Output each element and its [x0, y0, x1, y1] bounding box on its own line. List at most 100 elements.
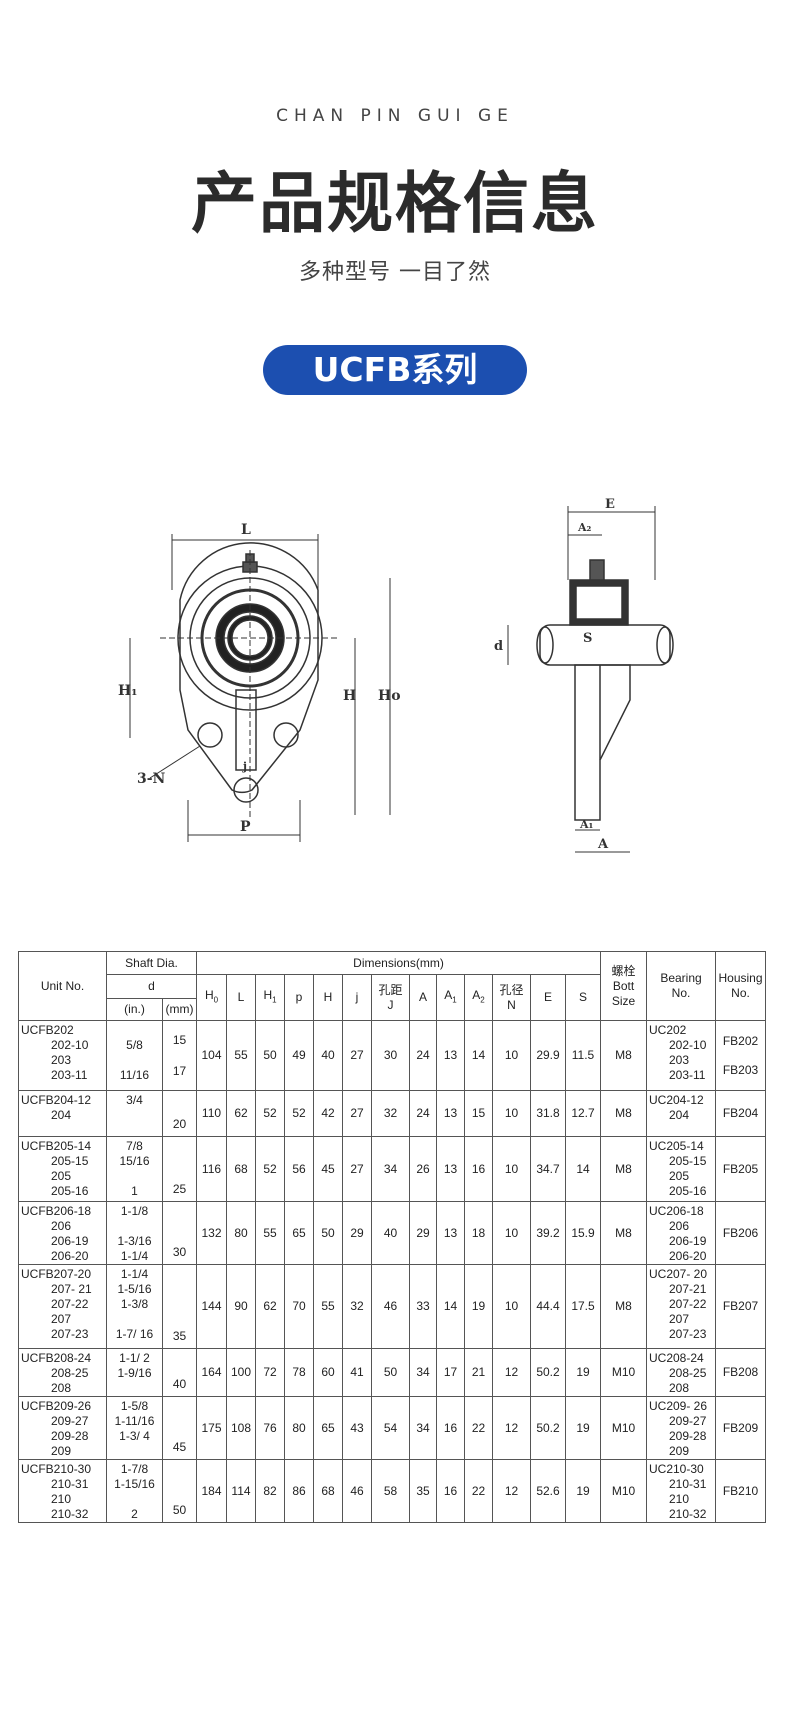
dim-L-cell: 90 [226, 1264, 256, 1349]
unit-no: 206 [51, 1219, 72, 1233]
housing-no-cell: FB210 [715, 1459, 766, 1523]
header-A1-sub: 1 [452, 995, 457, 1005]
dim-L-cell: 68 [226, 1136, 256, 1202]
dim-p-cell: 86 [284, 1459, 314, 1523]
spec-table: Unit No. Shaft Dia. Dimensions(mm) 螺栓 Bo… [18, 951, 766, 1523]
shaft-mm: 50 [172, 1503, 187, 1517]
shaft-inch: 1-7/8 [120, 1462, 149, 1476]
dim-N-cell: 10 [492, 1090, 531, 1137]
dim-H0-cell: 116 [196, 1136, 227, 1202]
shaft-mm: 20 [172, 1117, 187, 1131]
shaft-inch: 7/8 [126, 1139, 143, 1153]
dim-A2-cell: 15 [464, 1090, 493, 1137]
dim-H1-cell: 55 [255, 1201, 285, 1265]
dim-J-cell: 54 [371, 1396, 410, 1460]
dim-H-cell: 50 [313, 1201, 343, 1265]
dim-L-cell: 80 [226, 1201, 256, 1265]
dim-A2-cell: 21 [464, 1348, 493, 1397]
unit-no: 207 [51, 1312, 72, 1326]
bearing-no: 207-22 [669, 1297, 707, 1311]
header-bolt-size: 螺栓 Bott Size [600, 951, 647, 1021]
shaft-mm: 45 [172, 1440, 187, 1454]
dim-L-cell: 114 [226, 1459, 256, 1523]
dim-H0-cell: 104 [196, 1020, 227, 1091]
dim-S-cell: 15.9 [565, 1201, 601, 1265]
housing-no-cell: FB209 [715, 1396, 766, 1460]
dim-A1-cell: 16 [436, 1396, 465, 1460]
unit-no: 207-23 [51, 1327, 89, 1341]
housing-no: FB208 [722, 1365, 759, 1379]
dim-S-cell: 19 [565, 1396, 601, 1460]
dim-S-cell: 19 [565, 1348, 601, 1397]
front-view [129, 534, 391, 842]
housing-no: FB210 [722, 1483, 759, 1498]
unit-no: UCFB208-24 [21, 1351, 92, 1365]
shaft-inch: 1-1/ 2 [119, 1351, 150, 1365]
housing-no-cell: FB205 [715, 1136, 766, 1202]
unit-no: UCFB210-30 [21, 1462, 92, 1476]
bearing-drawing: L H₁ H Ho j 3-N P E A₂ S d A₁ A [118, 497, 674, 853]
dim-A-cell: 24 [409, 1090, 437, 1137]
shaft-inch: 1-3/ 4 [119, 1429, 150, 1443]
header-A2-sub: 2 [480, 995, 485, 1005]
header-bearing-line2: No. [671, 986, 691, 1000]
label-H: H [343, 688, 356, 704]
header-H0-sub: 0 [213, 995, 219, 1005]
shaft-inch [107, 1312, 162, 1327]
bearing-no: 207-21 [669, 1282, 707, 1296]
dim-A2-cell: 19 [464, 1264, 493, 1349]
header-N-cn: 孔径 [499, 982, 524, 997]
shaft-inch [107, 1023, 162, 1038]
header-N: 孔径 N [492, 974, 531, 1021]
unit-no: 203-11 [51, 1068, 88, 1082]
header-H0: H0 [196, 974, 227, 1021]
dim-N-cell: 12 [492, 1459, 531, 1523]
shaft-inch-cell: 3/4 [106, 1090, 163, 1137]
dim-E-cell: 50.2 [530, 1396, 566, 1460]
bearing-no: UC208-24 [649, 1351, 704, 1365]
bearing-no: 207 [669, 1312, 690, 1326]
side-view [507, 506, 674, 853]
unit-no: UCFB205-14 [21, 1139, 92, 1153]
shaft-inch: 1-5/16 [117, 1282, 152, 1296]
label-3N: 3-N [137, 771, 166, 787]
shaft-inch: 1-11/16 [114, 1414, 155, 1428]
dim-H1-cell: 62 [255, 1264, 285, 1349]
housing-no: FB207 [722, 1299, 759, 1313]
shaft-mm-cell: 50 [162, 1459, 197, 1523]
header-S: S [565, 974, 601, 1021]
bearing-no: 205-15 [669, 1154, 707, 1168]
label-L: L [241, 522, 251, 538]
dim-p-cell: 49 [284, 1020, 314, 1091]
dim-p-cell: 78 [284, 1348, 314, 1397]
shaft-inch: 2 [131, 1507, 138, 1521]
label-H0: Ho [378, 688, 401, 704]
header-housing-line1: Housing [718, 971, 763, 985]
header-inch: (in.) [106, 998, 163, 1021]
housing-no-cell: FB206 [715, 1201, 766, 1265]
bearing-no: 208-25 [669, 1366, 707, 1380]
header-dimensions: Dimensions(mm) [196, 951, 601, 975]
dim-N-cell: 12 [492, 1348, 531, 1397]
header-A2: A2 [464, 974, 493, 1021]
dim-N-cell: 10 [492, 1264, 531, 1349]
label-H1: H₁ [118, 683, 137, 699]
dim-H1-cell: 76 [255, 1396, 285, 1460]
shaft-inch [107, 1169, 162, 1184]
label-A1: A₁ [579, 818, 594, 831]
bolt-size-cell: M8 [600, 1136, 647, 1202]
header-bolt-en2: Size [611, 993, 636, 1008]
dim-E-cell: 50.2 [530, 1348, 566, 1397]
